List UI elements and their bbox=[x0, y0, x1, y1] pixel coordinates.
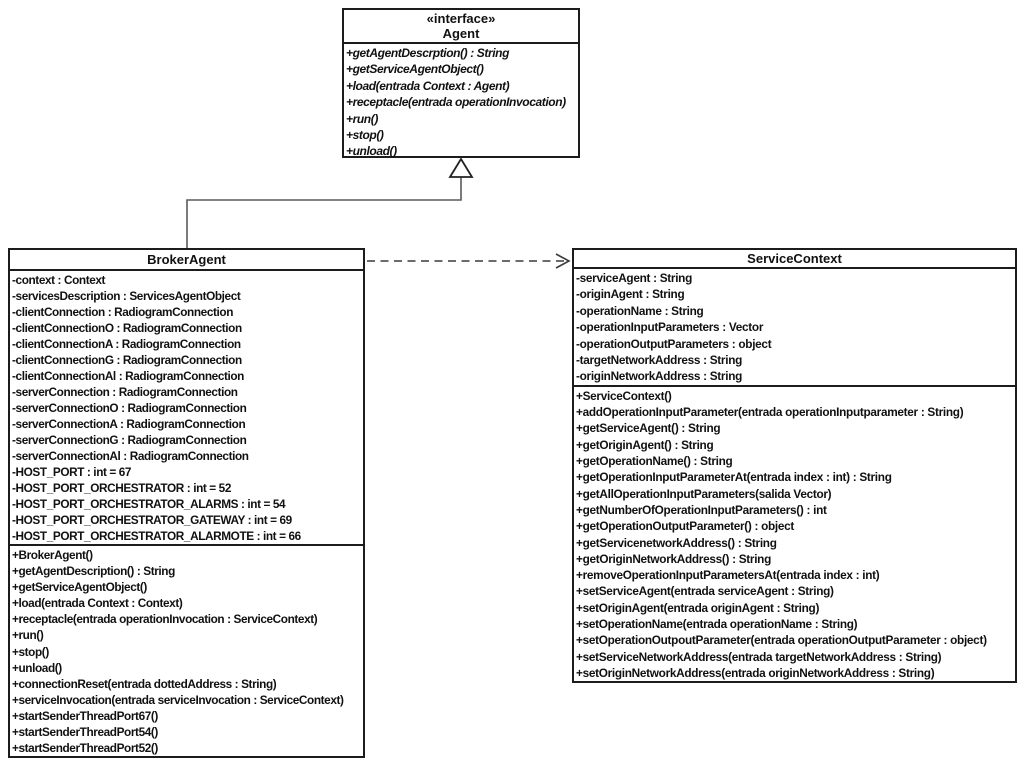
service-context-method-row: +removeOperationInputParametersAt(entrad… bbox=[576, 568, 880, 583]
agent-method-row: +stop() bbox=[346, 128, 384, 143]
broker-agent-attribute-row: -HOST_PORT_ORCHESTRATOR_GATEWAY : int = … bbox=[12, 513, 292, 527]
broker-agent-attribute-row: -HOST_PORT_ORCHESTRATOR_ALARMOTE : int =… bbox=[12, 529, 301, 543]
service-context-attribute-row: -serviceAgent : String bbox=[576, 271, 692, 285]
broker-agent-attribute-row: -serverConnectionAl : RadiogramConnectio… bbox=[12, 449, 249, 463]
agent-method-row: +unload() bbox=[346, 144, 397, 159]
service-context-attributes-compartment: -serviceAgent : String -originAgent : Str… bbox=[574, 269, 1015, 387]
service-context-method-row: +getOperationOutputParameter() : object bbox=[576, 519, 795, 534]
class-header-agent: «interface» Agent bbox=[344, 10, 578, 44]
service-context-method-row: +getServiceAgent() : String bbox=[576, 421, 721, 436]
class-header-broker-agent: BrokerAgent bbox=[10, 250, 363, 271]
agent-stereotype: «interface» bbox=[426, 11, 496, 26]
broker-agent-method-row: +getAgentDescription() : String bbox=[12, 564, 175, 579]
broker-agent-method-row: +unload() bbox=[12, 660, 62, 675]
broker-agent-attribute-row: -serverConnectionG : RadiogramConnection bbox=[12, 433, 247, 447]
service-context-method-row: +getOperationInputParameterAt(entrada in… bbox=[576, 470, 892, 485]
broker-agent-method-row: +run() bbox=[12, 628, 44, 643]
broker-agent-method-row: +startSenderThreadPort54() bbox=[12, 725, 158, 740]
broker-agent-method-row: +connectionReset(entrada dottedAddress :… bbox=[12, 676, 277, 691]
broker-agent-attribute-row: -servicesDescription : ServicesAgentObje… bbox=[12, 289, 241, 303]
agent-method-row: +getAgentDescrption() : String bbox=[346, 46, 510, 60]
service-context-method-row: +addOperationInputParameter(entrada oper… bbox=[576, 405, 964, 420]
class-box-agent: «interface» Agent +getAgentDescrption() … bbox=[342, 8, 580, 158]
service-context-method-row: +setServiceNetworkAddress(entrada target… bbox=[576, 649, 942, 664]
class-box-service-context: ServiceContext -serviceAgent : String -or… bbox=[572, 248, 1017, 683]
service-context-method-row: +getOriginNetworkAddress() : String bbox=[576, 551, 771, 566]
broker-agent-methods-compartment: +BrokerAgent() +getAgentDescription() : S… bbox=[10, 546, 363, 756]
broker-agent-class-name: BrokerAgent bbox=[147, 252, 226, 267]
realization-triangle-arrowhead bbox=[448, 157, 474, 178]
broker-agent-attribute-row: -context : Context bbox=[12, 273, 106, 287]
agent-method-row: +receptacle(entrada operationInvocation) bbox=[346, 95, 566, 110]
broker-agent-method-row: +startSenderThreadPort67() bbox=[12, 708, 158, 723]
broker-agent-attribute-row: -HOST_PORT : int = 67 bbox=[12, 465, 132, 479]
service-context-method-row: +setOperationOutpoutParameter(entrada op… bbox=[576, 633, 987, 648]
broker-agent-method-row: +load(entrada Context : Context) bbox=[12, 596, 183, 611]
broker-agent-method-row: +serviceInvocation(entrada serviceInvoca… bbox=[12, 692, 344, 707]
broker-agent-method-row: +getServiceAgentObject() bbox=[12, 580, 147, 595]
broker-agent-attribute-row: -serverConnection : RadiogramConnection bbox=[12, 385, 238, 399]
broker-agent-attributes-compartment: -context : Context -servicesDescription :… bbox=[10, 271, 363, 546]
service-context-methods-compartment: +ServiceContext() +addOperationInputParam… bbox=[574, 387, 1015, 681]
agent-method-row: +load(entrada Context : Agent) bbox=[346, 78, 510, 93]
service-context-attribute-row: -originNetworkAddress : String bbox=[576, 369, 743, 384]
service-context-method-row: +getOriginAgent() : String bbox=[576, 437, 714, 452]
broker-agent-attribute-row: -HOST_PORT_ORCHESTRATOR_ALARMS : int = 5… bbox=[12, 497, 286, 511]
service-context-method-row: +setServiceAgent(entrada serviceAgent : … bbox=[576, 584, 834, 599]
service-context-method-row: +ServiceContext() bbox=[576, 388, 672, 403]
broker-agent-attribute-row: -serverConnectionA : RadiogramConnection bbox=[12, 417, 246, 431]
service-context-method-row: +getServicenetworkAddress() : String bbox=[576, 535, 777, 550]
agent-method-row: +getServiceAgentObject() bbox=[346, 62, 484, 77]
broker-agent-attribute-row: -clientConnectionG : RadiogramConnection bbox=[12, 353, 242, 367]
dependency-open-arrowhead bbox=[555, 253, 571, 269]
broker-agent-attribute-row: -HOST_PORT_ORCHESTRATOR : int = 52 bbox=[12, 481, 231, 495]
agent-method-row: +run() bbox=[346, 111, 378, 126]
service-context-attribute-row: -originAgent : String bbox=[576, 287, 685, 302]
service-context-method-row: +setOperationName(entrada operationName … bbox=[576, 617, 858, 631]
realization-connector-line bbox=[186, 177, 462, 248]
broker-agent-method-row: +receptacle(entrada operationInvocation … bbox=[12, 612, 318, 627]
service-context-class-name: ServiceContext bbox=[747, 251, 842, 266]
agent-class-name: Agent bbox=[442, 26, 480, 41]
service-context-method-row: +getNumberOfOperationInputParameters() :… bbox=[576, 502, 827, 517]
service-context-attribute-row: -operationName : String bbox=[576, 303, 704, 318]
agent-methods-compartment: +getAgentDescrption() : String +getServic… bbox=[344, 44, 578, 160]
broker-agent-attribute-row: -clientConnectionO : RadiogramConnection bbox=[12, 321, 242, 335]
service-context-attribute-row: -operationOutputParameters : object bbox=[576, 336, 772, 351]
broker-agent-method-row: +BrokerAgent() bbox=[12, 548, 93, 562]
service-context-attribute-row: -operationInputParameters : Vector bbox=[576, 320, 764, 335]
service-context-method-row: +setOriginAgent(entrada originAgent : St… bbox=[576, 600, 820, 615]
broker-agent-attribute-row: -serverConnectionO : RadiogramConnection bbox=[12, 401, 247, 415]
broker-agent-attribute-row: -clientConnectionAl : RadiogramConnectio… bbox=[12, 369, 244, 383]
service-context-method-row: +setOriginNetworkAddress(entrada originN… bbox=[576, 665, 935, 680]
service-context-method-row: +getAllOperationInputParameters(salida V… bbox=[576, 486, 832, 501]
service-context-method-row: +getOperationName() : String bbox=[576, 454, 733, 469]
broker-agent-method-row: +startSenderThreadPort52() bbox=[12, 741, 158, 756]
broker-agent-attribute-row: -clientConnectionA : RadiogramConnection bbox=[12, 337, 241, 351]
class-box-broker-agent: BrokerAgent -context : Context -servicesD… bbox=[8, 248, 365, 758]
broker-agent-attribute-row: -clientConnection : RadiogramConnection bbox=[12, 305, 233, 319]
broker-agent-method-row: +stop() bbox=[12, 644, 49, 659]
service-context-attribute-row: -targetNetworkAddress : String bbox=[576, 353, 743, 368]
class-header-service-context: ServiceContext bbox=[574, 250, 1015, 269]
